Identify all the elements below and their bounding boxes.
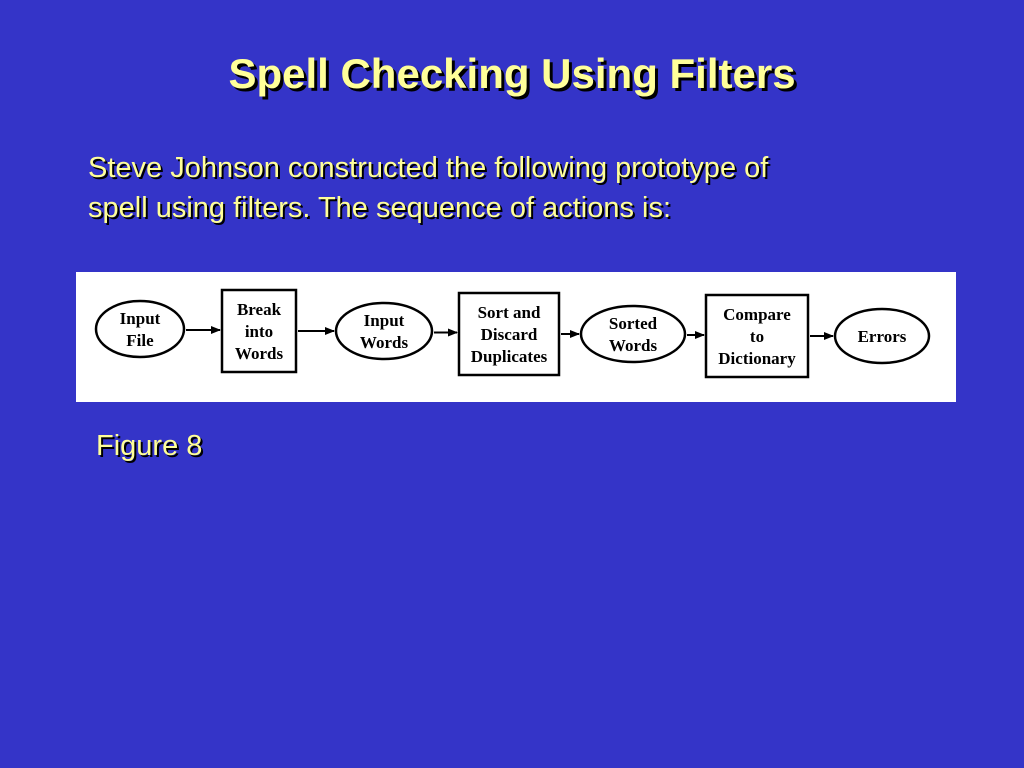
pipeline-node-label: File	[126, 331, 154, 350]
pipeline-node-label: Input	[120, 309, 161, 328]
pipeline-node-label: Input	[364, 311, 405, 330]
pipeline-node-label: Sorted	[609, 314, 658, 333]
pipeline-box	[704, 293, 810, 379]
figure-caption: Figure 8	[96, 430, 203, 462]
pipeline-ellipse	[579, 304, 687, 364]
body-text-line-2: spell using filters. The sequence of act…	[88, 192, 672, 224]
pipeline-node-label: Duplicates	[471, 347, 548, 366]
body-text: Steve Johnson constructed the following …	[88, 148, 948, 228]
pipeline-node-label: Compare	[723, 305, 791, 324]
pipeline-node-label: Break	[237, 300, 282, 319]
pipeline-node-label: Dictionary	[718, 349, 796, 368]
pipeline-box	[220, 288, 298, 374]
pipeline-node-label: Sort and	[478, 303, 541, 322]
pipeline-node-label: Words	[235, 344, 284, 363]
pipeline-ellipse	[94, 299, 186, 359]
pipeline-node-label: Words	[360, 333, 409, 352]
pipeline-node-errors: Errors	[833, 307, 931, 365]
pipeline-node-label: Discard	[481, 325, 538, 344]
pipeline-box	[457, 291, 561, 377]
pipeline-ellipse	[833, 307, 931, 365]
body-text-line-1: Steve Johnson constructed the following …	[88, 152, 769, 184]
pipeline-node-label: Errors	[858, 327, 907, 346]
pipeline-node-label: to	[750, 327, 764, 346]
pipeline-ellipse	[334, 301, 434, 361]
pipeline-node-label: into	[245, 322, 273, 341]
slide-title: Spell Checking Using Filters	[228, 50, 796, 97]
pipeline-node-label: Words	[609, 336, 658, 355]
